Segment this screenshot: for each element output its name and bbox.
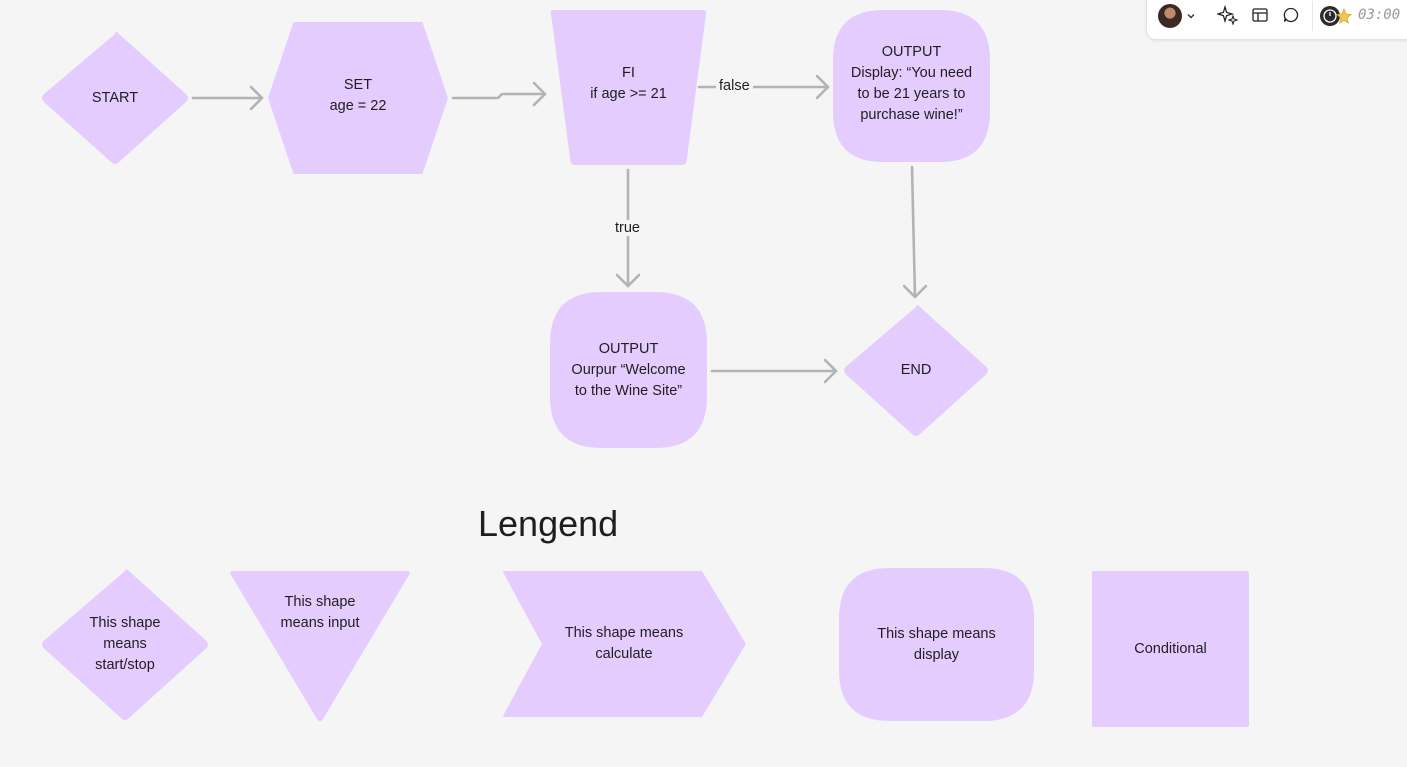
edge-label-false: false [716, 78, 753, 94]
legend-item-diamond-label: This shape means start/stop [89, 615, 161, 673]
layout-icon[interactable] [1250, 5, 1270, 25]
node-start-label: START [91, 89, 139, 106]
legend-item-diamond-shape[interactable] [42, 569, 208, 720]
node-output-true-label: OUTPUT Ourpur “Welcome to the Wine Site” [571, 340, 686, 399]
arrowhead [815, 74, 830, 100]
legend-item-triangle-shape[interactable] [230, 571, 410, 721]
node-output-false-label: OUTPUT Display: “You need to be 21 years… [850, 44, 973, 123]
node-output-false-shape[interactable] [833, 10, 990, 162]
arrowhead [249, 85, 264, 111]
legend-item-chevron-label: This shape means calculate [564, 625, 684, 662]
arrowhead [532, 81, 547, 107]
node-start-shape[interactable] [42, 32, 188, 164]
node-fi-label: FI if age >= 21 [590, 64, 667, 102]
node-end-label: END [900, 362, 932, 378]
user-avatar[interactable] [1158, 4, 1182, 28]
legend-item-square-label: Conditional [1134, 640, 1207, 657]
legend-item-square-shape[interactable] [1092, 571, 1249, 727]
comment-icon[interactable] [1281, 5, 1301, 25]
legend-title: Lengend [478, 503, 619, 544]
node-fi-shape[interactable] [550, 10, 707, 165]
node-output-true-shape[interactable] [550, 292, 707, 448]
legend-item-rounded-label: This shape means display [877, 625, 996, 663]
timer-control[interactable]: 03:00 [1312, 1, 1407, 31]
ai-sparkle-icon[interactable] [1217, 4, 1239, 26]
legend-item-chevron-shape[interactable] [503, 571, 746, 717]
timer-text: 03:00 [1358, 7, 1401, 23]
timer-star-icon [1335, 6, 1353, 26]
node-set-label: SET age = 22 [329, 77, 387, 114]
connector-output-false-to-end[interactable] [910, 165, 917, 299]
top-toolbar: 03:00 [1146, 0, 1407, 40]
node-set-shape[interactable] [268, 22, 448, 174]
node-end-shape[interactable] [844, 305, 988, 436]
connector-set-to-fi[interactable] [451, 92, 547, 100]
timer-icon [1320, 6, 1340, 26]
arrowhead [902, 284, 928, 299]
arrowhead [823, 358, 838, 384]
legend-item-triangle-label: This shape means input [280, 594, 360, 631]
arrowhead [615, 273, 641, 288]
chevron-down-icon[interactable] [1185, 8, 1197, 24]
edge-label-true: true [612, 220, 643, 236]
legend-item-rounded-shape[interactable] [839, 568, 1034, 721]
